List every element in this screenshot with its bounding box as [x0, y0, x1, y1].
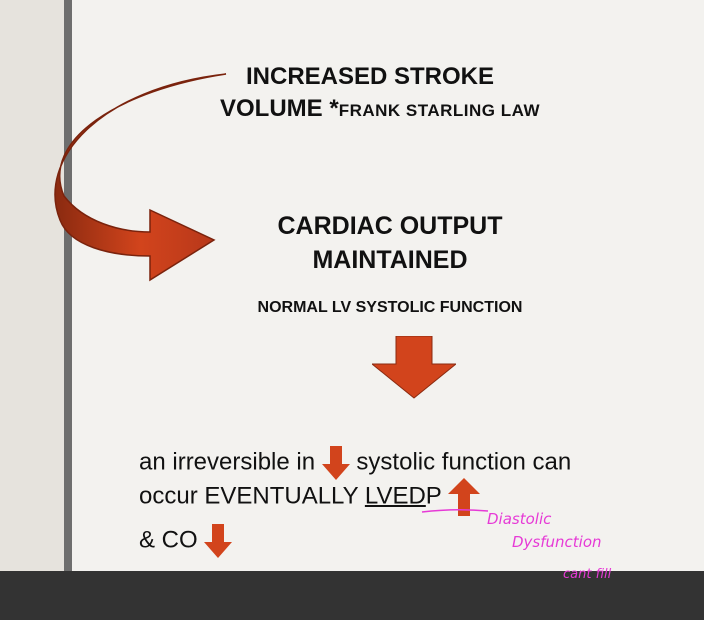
handwritten-dysfunction: Dysfunction — [512, 533, 602, 551]
down-arrow-icon — [321, 446, 350, 480]
bottom-band — [0, 571, 704, 620]
left-divider-bar — [64, 0, 72, 571]
handwritten-diastolic: Diastolic — [487, 510, 552, 528]
pen-underline — [421, 508, 489, 513]
frank-starling-note: FRANK STARLING LAW — [338, 101, 541, 120]
lvedp-suffix: P — [425, 482, 442, 510]
left-margin-panel — [0, 0, 64, 571]
body-line-3: & CO — [139, 524, 233, 558]
down-arrow-icon — [372, 336, 456, 399]
body-text-irreversible: an irreversible in — [139, 448, 316, 476]
slide-canvas — [72, 0, 704, 571]
body-line-1: an irreversible in systolic function can — [139, 446, 571, 480]
heading-volume-text: VOLUME * — [220, 95, 339, 122]
down-arrow-icon — [204, 524, 233, 558]
heading-stroke-volume-line1: INCREASED STROKE — [245, 63, 495, 90]
body-line-2: occur EVENTUALLY LVEDP — [139, 478, 481, 516]
body-text-co: & CO — [139, 526, 198, 554]
body-text-systolic: systolic function can — [356, 448, 572, 476]
subheading-normal-lv: NORMAL LV SYSTOLIC FUNCTION — [257, 299, 523, 316]
body-text-occur: occur EVENTUALLY — [139, 482, 365, 510]
heading-stroke-volume-line2: VOLUME *FRANK STARLING LAW — [150, 95, 650, 123]
up-arrow-icon — [448, 478, 481, 516]
heading-cardiac-output-line1: CARDIAC OUTPUT — [277, 212, 503, 240]
handwritten-cant-fill: cant fill — [563, 567, 612, 582]
lvedp-underlined: LVED — [364, 482, 426, 510]
heading-cardiac-output-line2: MAINTAINED — [312, 246, 468, 274]
curved-arrow-icon — [54, 73, 227, 282]
